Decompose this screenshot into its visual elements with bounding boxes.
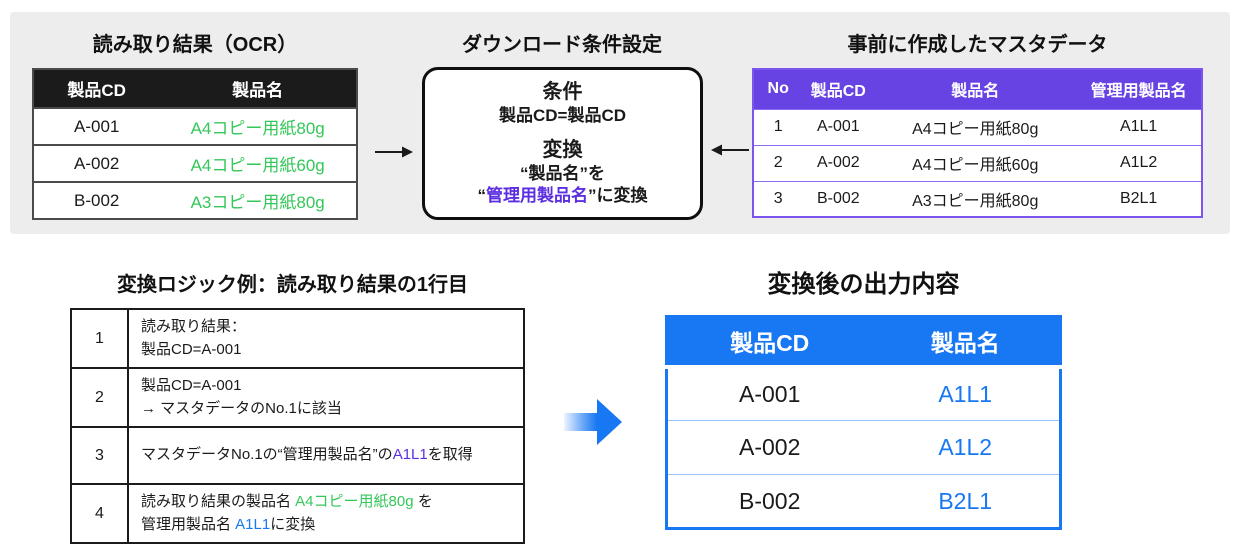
master-header-admin: 管理用製品名 — [1076, 69, 1202, 109]
logic-step-text: 読み取り結果： 製品CD=A-001 — [127, 308, 525, 369]
logic-text: 管理用製品名 — [141, 515, 236, 533]
table-row: A-001 A4コピー用紙80g — [33, 107, 357, 145]
output-header-name: 製品名 — [871, 316, 1061, 369]
table-row: A-002 A1L2 — [666, 420, 1061, 475]
big-blue-arrow-icon — [564, 399, 622, 445]
logic-highlight-blue: A1L1 — [235, 515, 271, 533]
master-header-name: 製品名 — [874, 69, 1077, 109]
logic-row: 2 製品CD=A-001 → マスタデータのNo.1に該当 — [70, 367, 525, 428]
logic-step-number: 3 — [70, 426, 129, 485]
ocr-header-cd: 製品CD — [33, 69, 160, 108]
master-cell-admin: A1L1 — [1076, 108, 1202, 145]
output-header-cd: 製品CD — [666, 316, 872, 369]
logic-table: 1 読み取り結果： 製品CD=A-001 2 製品CD=A-001 → マスタデ… — [70, 308, 525, 544]
logic-text: を — [413, 493, 433, 510]
table-row: A-001 A1L1 — [667, 367, 1061, 421]
ocr-cell-name: A3コピー用紙80g — [159, 181, 357, 219]
logic-row: 1 読み取り結果： 製品CD=A-001 — [70, 308, 525, 369]
master-header-cd: 製品CD — [802, 69, 875, 109]
arrow-stem — [564, 413, 597, 431]
output-cell-name: B2L1 — [871, 474, 1061, 529]
table-row: B-002 B2L1 — [666, 474, 1061, 529]
logic-highlight-purple: A1L1 — [392, 446, 428, 464]
condition-title: ダウンロード条件設定 — [462, 34, 662, 56]
logic-line: 製品CD=A-001 — [141, 340, 242, 358]
convert-target-field: 管理用製品名 — [486, 186, 588, 206]
output-cell-name: A1L2 — [871, 420, 1061, 475]
logic-step-number: 2 — [70, 367, 129, 428]
ocr-header-row: 製品CD 製品名 — [33, 69, 357, 108]
table-row: 2 A-002 A4コピー用紙60g A1L2 — [753, 144, 1202, 181]
output-title: 変換後の出力内容 — [767, 271, 960, 298]
master-cell-no: 2 — [753, 144, 803, 181]
output-cell-name: A1L1 — [938, 380, 993, 407]
logic-step-text: 読み取り結果の製品名 A4コピー用紙80g を 管理用製品名 A1L1に変換 — [127, 483, 525, 544]
ocr-title: 読み取り結果（OCR） — [92, 34, 298, 56]
convert-heading: 変換 — [542, 138, 583, 161]
master-cell-cd: A-002 — [802, 144, 875, 181]
master-cell-no: 1 — [753, 108, 803, 145]
ocr-cell-cd: B-002 — [33, 181, 160, 219]
table-row: 3 B-002 A3コピー用紙80g B2L1 — [753, 180, 1202, 217]
master-cell-name: A3コピー用紙80g — [874, 180, 1077, 217]
logic-row: 3 マスタデータNo.1の“管理用製品名”のA1L1を取得 — [70, 426, 525, 485]
master-header-no: No — [753, 69, 803, 109]
arrow-right-icon — [375, 146, 413, 158]
logic-row: 4 読み取り結果の製品名 A4コピー用紙80g を 管理用製品名 A1L1に変換 — [70, 483, 525, 544]
logic-text: を取得 — [427, 446, 473, 464]
master-cell-name: A4コピー用紙60g — [874, 144, 1077, 181]
quote-open: “ — [477, 186, 487, 206]
convert-source-line: “製品名”を — [520, 163, 605, 183]
master-title: 事前に作成したマスタデータ — [847, 34, 1108, 56]
master-cell-admin: A1L2 — [1076, 144, 1202, 181]
logic-step-number: 1 — [70, 308, 129, 369]
condition-box: 条件 製品CD=製品CD 変換 “製品名”を “管理用製品名”に変換 — [422, 67, 703, 220]
ocr-cell-name: A4コピー用紙60g — [159, 144, 357, 182]
output-table: 製品CD 製品名 A-001 A1L1 A-002 A1L2 B-002 B2L… — [665, 315, 1062, 530]
output-cell-cd: B-002 — [666, 474, 872, 529]
ocr-cell-name: A4コピー用紙80g — [159, 107, 357, 145]
logic-text: マスタデータNo.1の“管理用製品名”の — [141, 446, 393, 464]
logic-text: に変換 — [270, 515, 316, 533]
table-row: A-002 A4コピー用紙60g — [33, 144, 357, 182]
output-cell-cd: A-001 — [739, 380, 801, 407]
master-header-row: No 製品CD 製品名 管理用製品名 — [753, 69, 1202, 109]
logic-line: 製品CD=A-001 — [141, 377, 242, 394]
output-header-row: 製品CD 製品名 — [666, 316, 1061, 369]
logic-step-text: マスタデータNo.1の“管理用製品名”のA1L1を取得 — [127, 426, 525, 485]
master-table: No 製品CD 製品名 管理用製品名 1 A-001 A4コピー用紙80g A1… — [752, 68, 1203, 218]
ocr-header-name: 製品名 — [159, 69, 357, 108]
arrow-left-icon — [711, 144, 749, 156]
ocr-table: 製品CD 製品名 A-001 A4コピー用紙80g A-002 A4コピー用紙6… — [32, 68, 358, 220]
master-cell-name: A4コピー用紙80g — [874, 108, 1077, 145]
logic-line: → マスタデータのNo.1に該当 — [141, 399, 342, 417]
master-cell-cd: B-002 — [802, 180, 875, 217]
ocr-cell-cd: A-002 — [33, 144, 160, 182]
logic-line: 読み取り結果： — [141, 318, 247, 335]
logic-step-number: 4 — [70, 483, 129, 544]
logic-line: 管理用製品名 A1L1に変換 — [141, 514, 511, 537]
condition-expression: 製品CD=製品CD — [498, 105, 627, 125]
logic-title: 変換ロジック例：読み取り結果の1行目 — [116, 274, 469, 296]
logic-text: 読み取り結果の製品名 — [141, 493, 296, 510]
logic-highlight-green: A4コピー用紙80g — [295, 493, 414, 510]
condition-heading: 条件 — [542, 80, 583, 103]
convert-target-rest: ”に変換 — [588, 186, 648, 206]
table-row: 1 A-001 A4コピー用紙80g A1L1 — [753, 108, 1202, 145]
master-cell-no: 3 — [753, 180, 803, 217]
ocr-cell-cd: A-001 — [33, 107, 160, 145]
logic-line: 読み取り結果の製品名 A4コピー用紙80g を — [141, 491, 511, 514]
output-cell-cd: A-002 — [666, 420, 872, 475]
table-row: B-002 A3コピー用紙80g — [33, 181, 357, 219]
master-cell-cd: A-001 — [802, 108, 875, 145]
logic-step-text: 製品CD=A-001 → マスタデータのNo.1に該当 — [127, 367, 525, 428]
convert-target-line: “管理用製品名”に変換 — [478, 185, 648, 208]
master-cell-admin: B2L1 — [1076, 180, 1202, 217]
arrow-head — [597, 399, 622, 445]
